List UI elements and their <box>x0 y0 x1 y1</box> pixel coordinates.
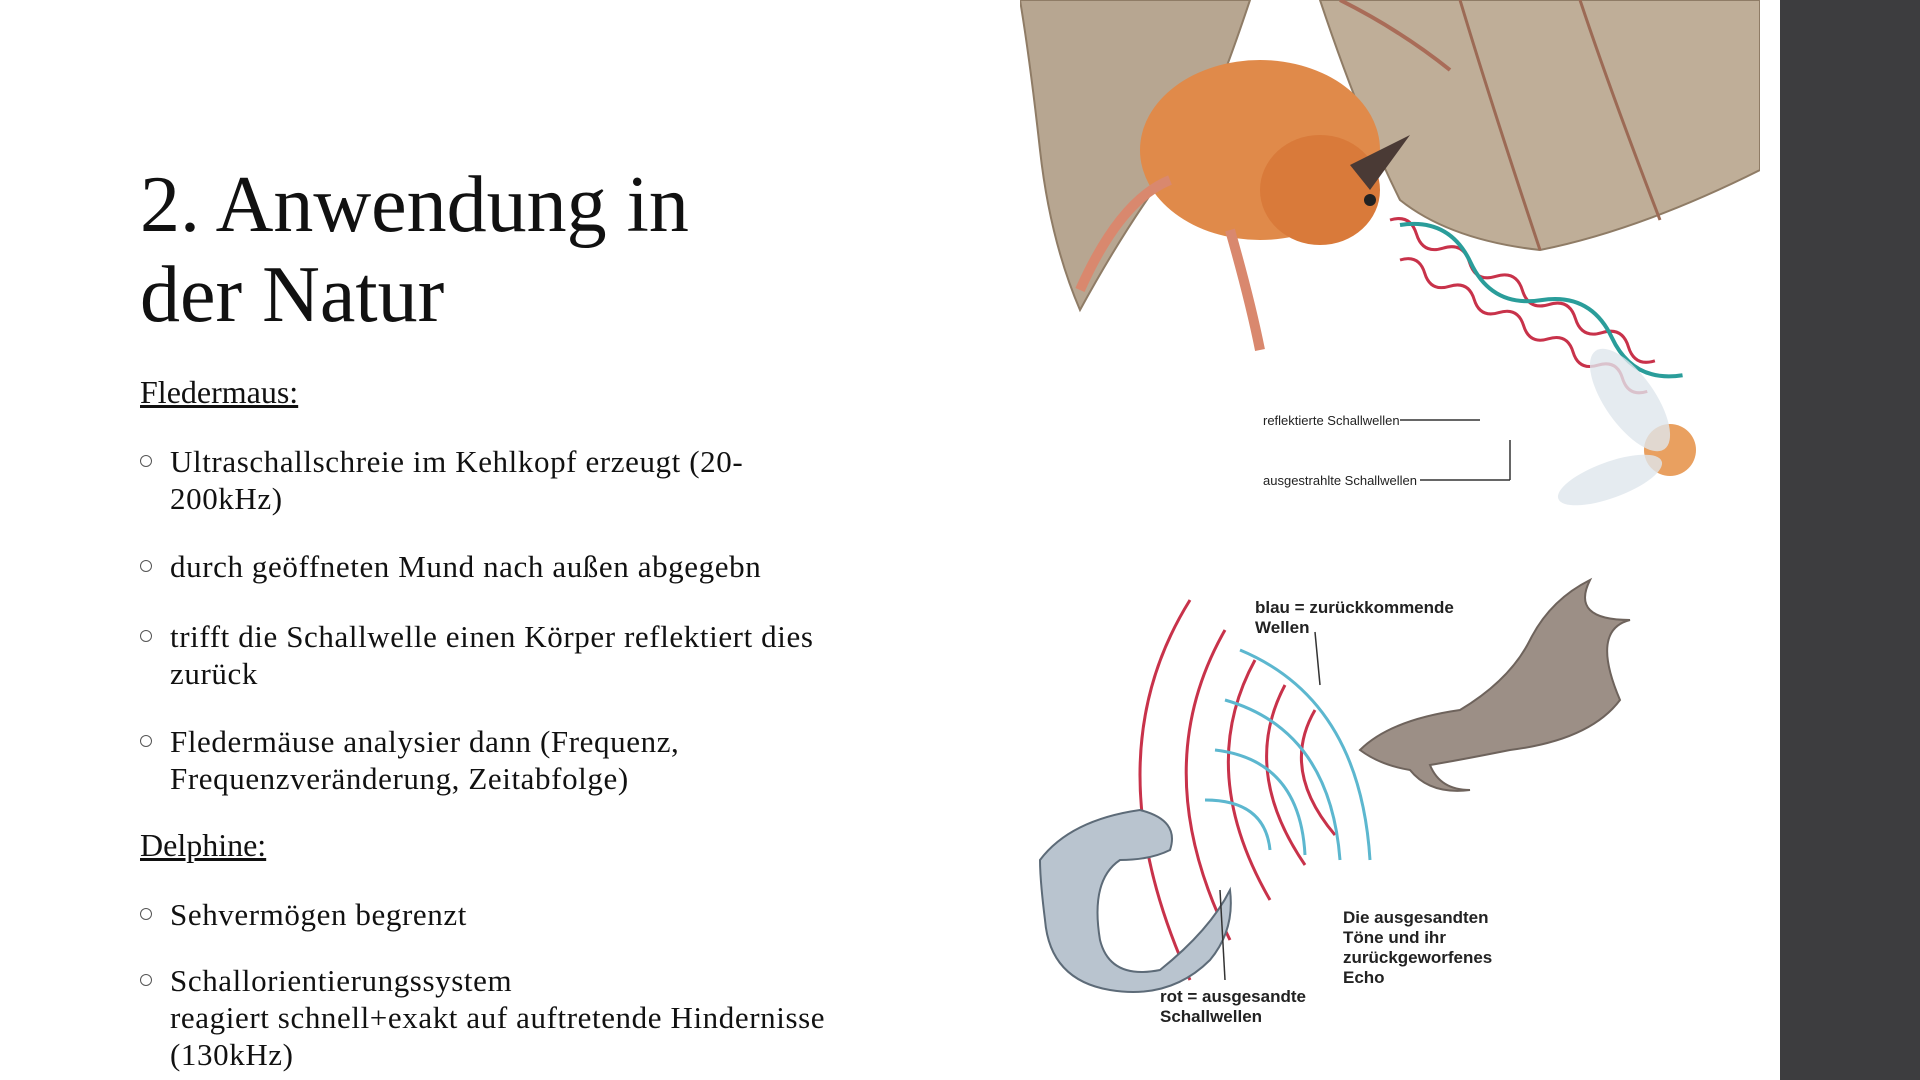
bullet-text-line: zurück <box>170 656 258 691</box>
bullet-text-line: 200kHz) <box>170 481 283 516</box>
bullet-text-line: Sehvermögen begrenzt <box>170 897 467 932</box>
bullet-text-line: Ultraschallschreie im Kehlkopf erzeugt (… <box>170 444 744 479</box>
right-sidebar <box>1780 0 1920 1080</box>
bat-echolocation-illustration: reflektierte Schallwellen ausgestrahlte … <box>1020 0 1760 506</box>
bullet-text-line: trifft die Schallwelle einen Körper refl… <box>170 619 814 654</box>
shark-icon <box>1038 808 1232 993</box>
dolphin-echolocation-illustration: blau = zurückkommende Wellen Die ausgesa… <box>1038 577 1631 1026</box>
label-red-line2: Schallwellen <box>1160 1007 1262 1026</box>
bullet-icon <box>140 974 152 986</box>
bullet-text-line: durch geöffneten Mund nach außen abgegeb… <box>170 549 762 584</box>
dolphin-heading: Delphine: <box>140 827 267 863</box>
label-blue-line1: blau = zurückkommende <box>1255 598 1454 617</box>
label-emitted-waves: ausgestrahlte Schallwellen <box>1263 473 1417 488</box>
bullet-text-line: (130kHz) <box>170 1037 294 1072</box>
bullet-text-line: Frequenzveränderung, Zeitabfolge) <box>170 761 629 796</box>
title-line-2: der Natur <box>140 251 445 339</box>
bullet-text-line: Fledermäuse analysier dann (Frequenz, <box>170 724 680 759</box>
label-red-line1: rot = ausgesandte <box>1160 987 1306 1006</box>
label-echo-line2: Töne und ihr <box>1343 928 1446 947</box>
bullet-text-line: reagiert schnell+exakt auf auftretende H… <box>170 1000 826 1035</box>
label-blue-line2: Wellen <box>1255 618 1309 637</box>
title-line-1: 2. Anwendung in <box>140 161 689 249</box>
bullet-icon <box>140 630 152 642</box>
dolphin-icon <box>1358 577 1631 792</box>
bat-heading: Fledermaus: <box>140 374 299 410</box>
bullet-icon <box>140 735 152 747</box>
label-echo-line1: Die ausgesandten <box>1343 908 1489 927</box>
bat-bullet-1: Ultraschallschreie im Kehlkopf erzeugt (… <box>140 443 960 523</box>
bullet-icon <box>140 560 152 572</box>
bullet-icon <box>140 455 152 467</box>
dolphin-bullet-1: Sehvermögen begrenzt <box>140 896 960 936</box>
label-echo-line4: Echo <box>1343 968 1385 987</box>
bat-bullet-2: durch geöffneten Mund nach außen abgegeb… <box>140 548 960 588</box>
label-echo-line3: zurückgeworfenes <box>1343 948 1492 967</box>
bat-bullet-4: Fledermäuse analysier dann (Frequenz, Fr… <box>140 723 960 803</box>
slide-title: 2. Anwendung in der Natur <box>140 160 860 340</box>
bullet-icon <box>140 908 152 920</box>
emitted-wave <box>1389 217 1656 364</box>
dolphin-bullet-2: Schallorientierungssystem reagiert schne… <box>140 962 960 1077</box>
label-reflected-waves: reflektierte Schallwellen <box>1263 413 1400 428</box>
bat-wing-right <box>1318 0 1760 252</box>
return-wave <box>1399 221 1683 379</box>
bat-bullet-3: trifft die Schallwelle einen Körper refl… <box>140 618 960 698</box>
bullet-text-line: Schallorientierungssystem <box>170 963 513 998</box>
